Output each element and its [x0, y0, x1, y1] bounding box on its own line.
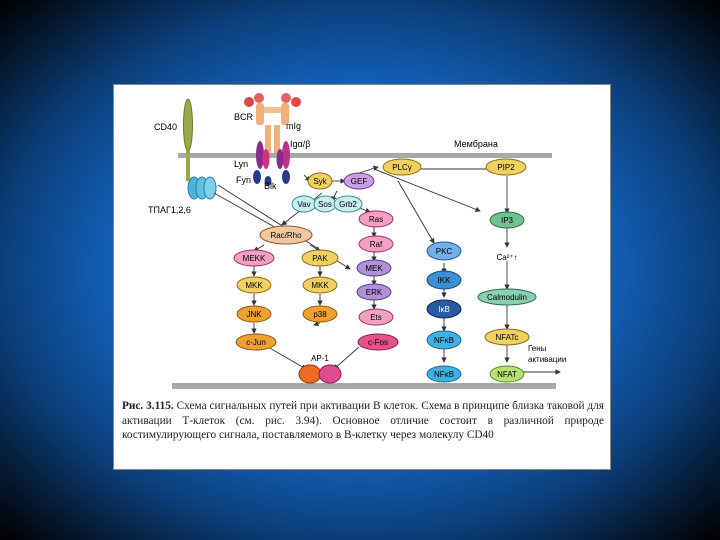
igab-label: Igα/β	[290, 139, 310, 149]
node-nfkb1: NFκB	[426, 330, 462, 350]
svg-text:Syk: Syk	[313, 177, 327, 186]
node-ets: Ets	[358, 308, 394, 326]
node-ras: Ras	[358, 210, 394, 228]
svg-text:Ets: Ets	[370, 313, 382, 322]
svg-text:Rac/Rho: Rac/Rho	[270, 231, 302, 240]
membrane-bar	[178, 153, 552, 158]
node-mkk2: MKK	[302, 276, 338, 294]
cd40-stalk	[186, 151, 190, 181]
svg-text:p38: p38	[313, 310, 327, 319]
node-ikk: IKK	[426, 270, 462, 290]
activation-label: активации	[528, 355, 566, 364]
svg-text:NFATc: NFATc	[496, 333, 519, 342]
node-ikb: IκB	[426, 299, 462, 319]
node-ca: Ca²⁺↑	[496, 253, 517, 262]
node-ap1: AP-1	[298, 354, 342, 384]
figure-caption: Рис. 3.115. Схема сигнальных путей при а…	[122, 399, 604, 443]
bcr-receptor	[244, 93, 301, 186]
node-grb2: Grb2	[333, 195, 363, 213]
caption-text: Схема сигнальных путей при активации В к…	[122, 400, 605, 441]
node-cjun: c-Jun	[235, 333, 277, 351]
svg-text:IKK: IKK	[438, 276, 452, 285]
node-nfkb2: NFκB	[426, 365, 462, 383]
svg-text:NFκB: NFκB	[434, 370, 454, 379]
membrane-label: Мембрана	[454, 139, 498, 149]
nucleus-bar	[172, 383, 556, 389]
node-plcg: PLCγ	[382, 158, 422, 176]
cd40-label: CD40	[154, 122, 177, 132]
node-mekk: MEKK	[233, 249, 275, 267]
figure-card: Мембрана CD40 ТПАГ1,2,6	[113, 84, 611, 470]
node-rac: Rac/Rho	[259, 225, 313, 245]
svg-text:Sos: Sos	[318, 200, 332, 209]
svg-text:Vav: Vav	[297, 200, 310, 209]
node-ip3: IP3	[489, 211, 525, 229]
node-pkc: PKC	[426, 241, 462, 261]
svg-text:NFAT: NFAT	[497, 370, 517, 379]
node-erk: ERK	[356, 283, 392, 301]
svg-text:Grb2: Grb2	[339, 200, 357, 209]
signaling-diagram: Мембрана CD40 ТПАГ1,2,6	[148, 93, 566, 389]
lyn-label: Lyn	[234, 159, 248, 169]
svg-text:AP-1: AP-1	[311, 354, 329, 363]
svg-text:PKC: PKC	[436, 247, 453, 256]
fyn-label: Fyn	[236, 175, 251, 185]
blk-label: Blk	[264, 181, 277, 191]
svg-text:Raf: Raf	[370, 240, 383, 249]
node-syk: Syk	[307, 172, 333, 190]
caption-label: Рис. 3.115.	[122, 400, 174, 412]
mig-label: mIg	[286, 121, 301, 131]
svg-text:IκB: IκB	[438, 305, 450, 314]
cd40-receptor	[183, 98, 193, 152]
node-mek: MEK	[356, 259, 392, 277]
svg-text:PLCγ: PLCγ	[392, 163, 412, 172]
svg-text:MEKK: MEKK	[243, 254, 266, 263]
svg-text:c-Fos: c-Fos	[368, 338, 388, 347]
svg-text:c-Jun: c-Jun	[246, 338, 266, 347]
node-mkk1: MKK	[236, 276, 272, 294]
gene-label: Гены	[528, 344, 547, 353]
node-sos: Sos	[313, 195, 337, 213]
svg-text:Ca²⁺↑: Ca²⁺↑	[496, 253, 517, 262]
svg-text:MKK: MKK	[311, 281, 329, 290]
svg-text:Calmodulin: Calmodulin	[487, 293, 527, 302]
svg-text:PAK: PAK	[312, 254, 328, 263]
node-nfat: NFAT	[489, 365, 525, 383]
svg-text:JNK: JNK	[246, 310, 262, 319]
traf-blob-3	[203, 176, 217, 200]
svg-text:Ras: Ras	[369, 215, 383, 224]
svg-text:MKK: MKK	[245, 281, 263, 290]
node-gef: GEF	[343, 172, 375, 190]
node-pip2: PIP2	[485, 158, 527, 176]
svg-text:GEF: GEF	[351, 177, 368, 186]
node-calmodulin: Calmodulin	[477, 288, 537, 306]
node-jnk: JNK	[236, 305, 272, 323]
svg-text:NFκB: NFκB	[434, 336, 454, 345]
node-cfos: c-Fos	[357, 333, 399, 351]
svg-text:PIP2: PIP2	[497, 163, 515, 172]
node-p38: p38	[302, 305, 338, 323]
svg-text:MEK: MEK	[365, 264, 383, 273]
svg-text:ERK: ERK	[366, 288, 383, 297]
node-nfatc: NFATc	[484, 328, 530, 346]
tpag-label: ТПАГ1,2,6	[148, 205, 191, 215]
node-pak: PAK	[301, 249, 339, 267]
svg-text:IP3: IP3	[501, 216, 514, 225]
node-vav: Vav	[291, 195, 317, 213]
node-raf: Raf	[358, 235, 394, 253]
bcr-label: BCR	[234, 112, 254, 122]
